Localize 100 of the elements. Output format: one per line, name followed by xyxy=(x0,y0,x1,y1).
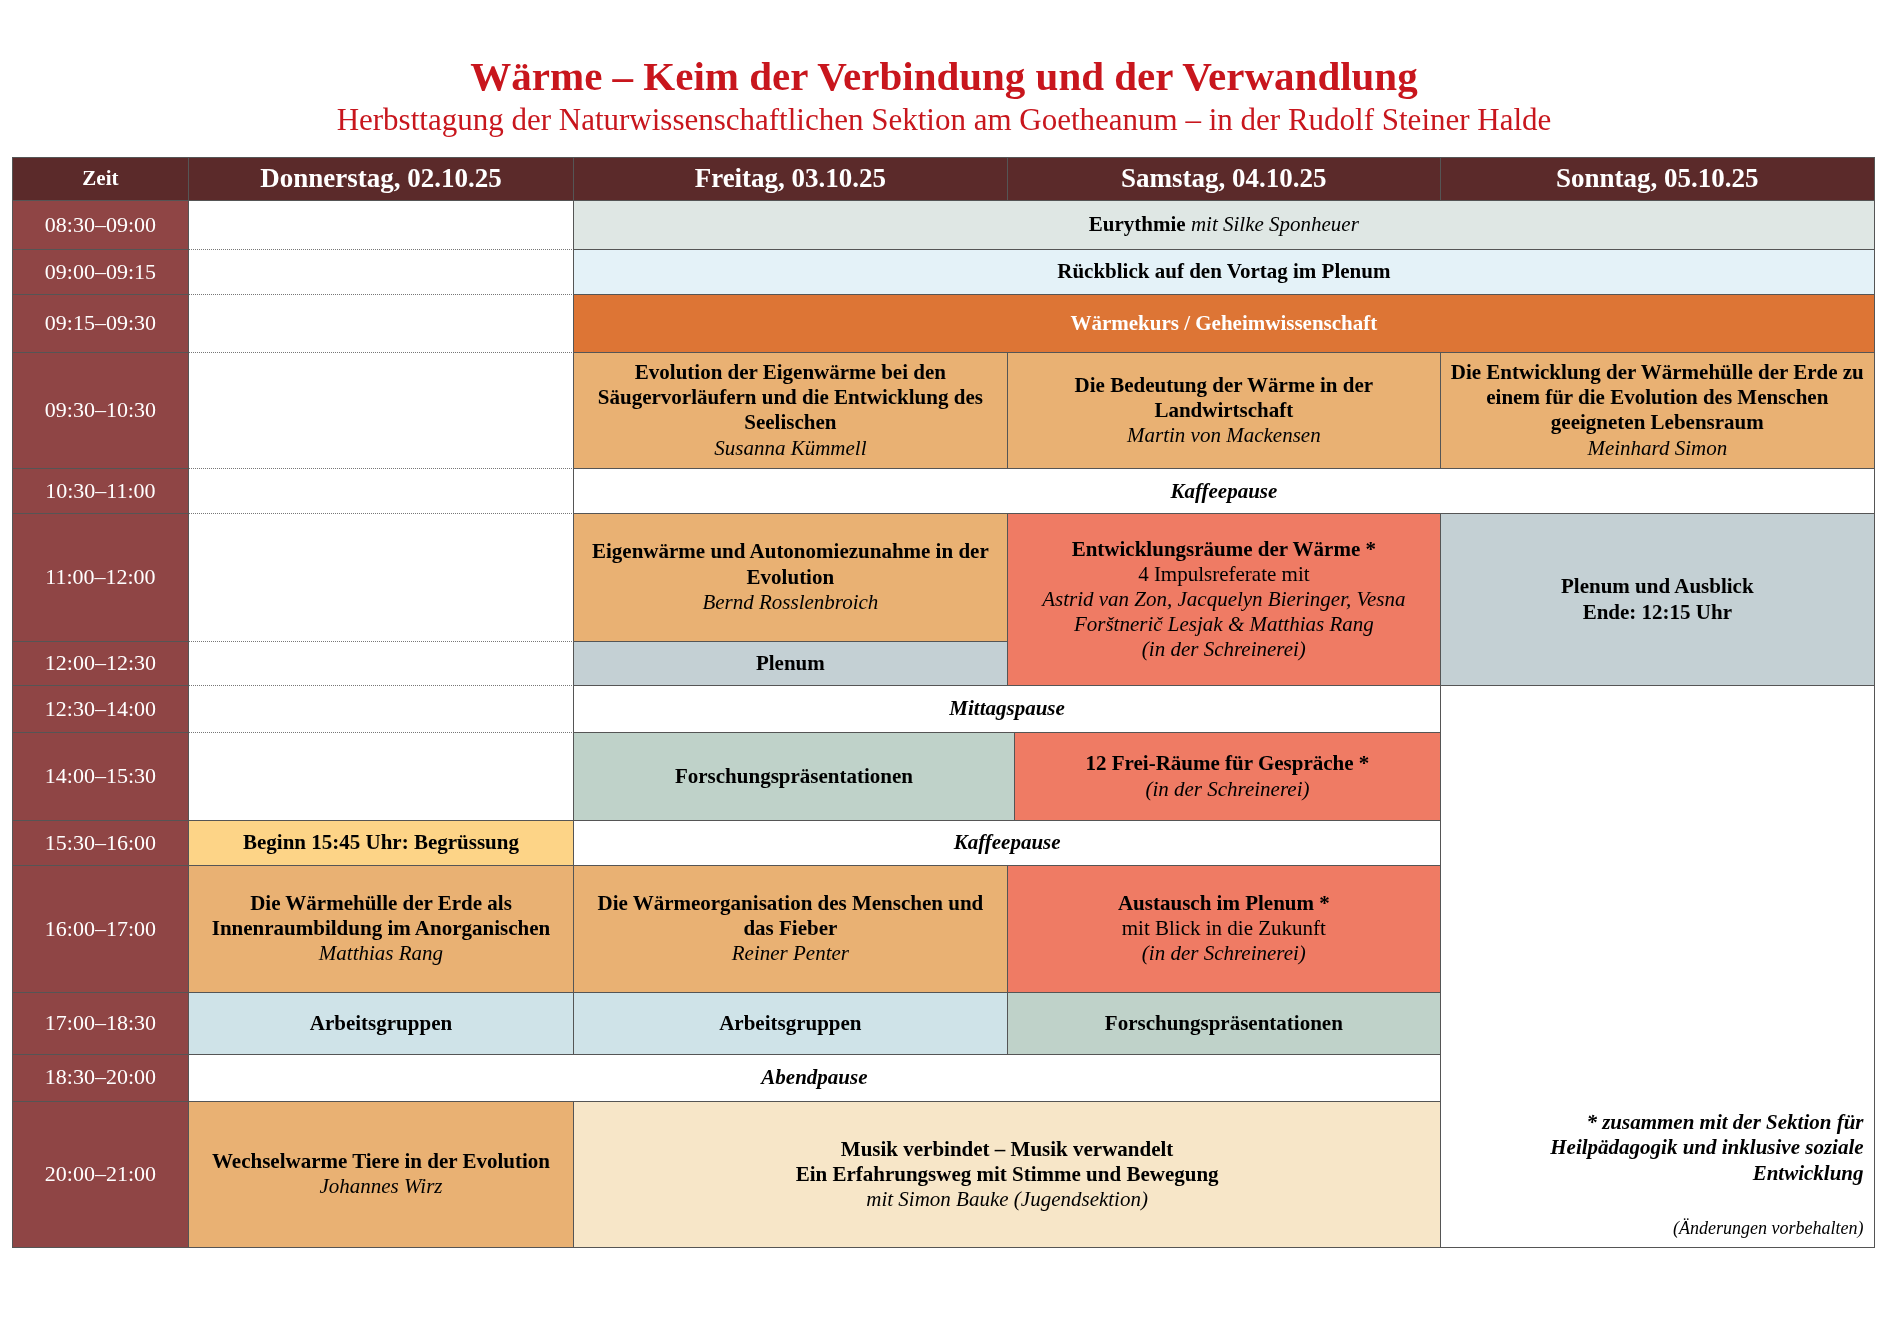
session-detail: (in der Schreinerei) xyxy=(1145,776,1310,802)
header-cell xyxy=(12,156,189,201)
session-cell xyxy=(1013,732,1442,821)
session-detail: Matthias Rang xyxy=(318,941,444,967)
session-title: Arbeitsgruppen xyxy=(719,1010,862,1036)
session-detail: Susanna Kümmell xyxy=(714,435,867,461)
column-header: Freitag, 03.10.25 xyxy=(694,162,887,195)
time-cell xyxy=(12,512,189,642)
session-title: Eigenwärme und Autonomiezunahme in der Evolution xyxy=(591,539,990,590)
time-cell xyxy=(12,1100,189,1249)
time-label: 15:30–16:00 xyxy=(44,829,157,856)
session-detail: Bernd Rosslenbroich xyxy=(702,589,879,616)
session-cell xyxy=(573,512,1008,642)
session-cell xyxy=(573,640,1008,687)
time-label: 09:15–09:30 xyxy=(44,309,157,337)
header-cell xyxy=(573,156,1008,201)
session-detail: mit Blick in die Zukunft xyxy=(1121,916,1326,942)
session-detail: 4 Impulsreferate mit xyxy=(1138,561,1310,587)
header-cell xyxy=(1440,156,1875,201)
session-title: Forschungspräsentationen xyxy=(1104,1010,1343,1036)
session-title: Wärmekurs / Geheimwissenschaft xyxy=(1070,310,1378,336)
session-title: Die Wärmehülle der Erde als Innenraumbildung im Anorganischen xyxy=(210,891,552,942)
session-cell xyxy=(573,293,1875,353)
time-label: 10:30–11:00 xyxy=(45,477,156,505)
session-cell xyxy=(1006,351,1442,470)
header-cell xyxy=(1006,156,1442,201)
session-detail: Reiner Penter xyxy=(731,941,849,967)
time-label: 14:00–15:30 xyxy=(44,763,157,790)
time-cell xyxy=(12,864,189,994)
time-cell xyxy=(12,351,189,470)
time-cell xyxy=(12,685,189,734)
session-cell xyxy=(573,199,1875,251)
session-detail: Ein Erfahrungsweg mit Stimme und Bewegung xyxy=(795,1161,1219,1188)
column-header: Zeit xyxy=(82,166,119,192)
footnote: * zusammen mit der Sektion für Heilpädagogik und inklusive soziale Entwicklung xyxy=(1549,1110,1864,1186)
session-cell xyxy=(1006,864,1442,994)
session-title: Forschungspräsentationen xyxy=(674,763,913,790)
session-cell xyxy=(1440,351,1875,470)
time-cell xyxy=(12,1053,189,1102)
time-label: 16:00–17:00 xyxy=(44,915,157,942)
session-cell xyxy=(1006,992,1442,1055)
session-title: Austausch im Plenum * xyxy=(1117,891,1330,917)
session-title: Die Wärmeorganisation des Menschen und das Fieber xyxy=(596,891,985,942)
time-cell xyxy=(12,819,189,866)
time-label: 12:30–14:00 xyxy=(44,695,157,723)
title: Wärme – Keim der Verbindung und der Verwandlung xyxy=(469,52,1419,100)
time-label: 12:00–12:30 xyxy=(44,650,157,677)
break-label: Kaffeepause xyxy=(1170,478,1278,504)
time-label: 20:00–21:00 xyxy=(44,1161,157,1188)
session-title: Musik verbindet – Musik verwandelt xyxy=(840,1136,1174,1162)
session-detail: mit Simon Bauke (Jugendsektion) xyxy=(866,1187,1148,1213)
session-cell xyxy=(187,864,575,994)
session-title: Plenum xyxy=(755,650,825,676)
time-cell xyxy=(12,640,189,687)
session-detail: Astrid van Zon, Jacquelyn Bieringer, Vesna Forštnerič Lesjak & Matthias Rang xyxy=(1040,586,1407,638)
session-title: Evolution der Eigenwärme bei den Säugervorläufern und die Entwicklung des Seelischen xyxy=(596,360,984,436)
session-detail: Martin von Mackensen xyxy=(1127,423,1321,449)
note-cell xyxy=(1440,685,1875,1249)
session-cell xyxy=(573,1100,1442,1249)
session-detail: (in der Schreinerei) xyxy=(1141,941,1306,967)
time-cell xyxy=(12,199,189,251)
disclaimer-note: (Änderungen vorbehalten) xyxy=(1673,1217,1864,1240)
session-title: Plenum und Ausblick xyxy=(1561,574,1754,600)
session-cell xyxy=(1006,512,1442,687)
session-title: Die Bedeutung der Wärme in der Landwirtschaft xyxy=(1073,372,1375,424)
session-cell xyxy=(573,992,1008,1055)
subtitle: Herbsttagung der Naturwissenschaftlichen Sektion am Goetheanum – in der Rudolf Steiner Halde xyxy=(335,102,1553,138)
session-cell xyxy=(187,1100,575,1249)
time-cell xyxy=(12,992,189,1055)
session-cell xyxy=(1440,512,1875,687)
session-detail: (in der Schreinerei) xyxy=(1141,637,1306,663)
session-detail: Johannes Wirz xyxy=(319,1174,443,1200)
session-title: 12 Frei-Räume für Gespräche * xyxy=(1085,751,1370,777)
time-cell xyxy=(12,468,189,514)
break-label: Mittagspause xyxy=(949,696,1065,722)
session-title: Beginn 15:45 Uhr: Begrüssung xyxy=(243,830,519,856)
session-title: Eurythmie mit Silke Sponheuer xyxy=(1088,212,1359,238)
break-label: Kaffeepause xyxy=(953,830,1061,856)
time-label: 09:30–10:30 xyxy=(44,397,157,424)
header-cell xyxy=(187,156,575,201)
session-cell xyxy=(187,992,575,1055)
time-label: 17:00–18:30 xyxy=(44,1010,157,1037)
time-label: 18:30–20:00 xyxy=(44,1064,157,1091)
time-label: 08:30–09:00 xyxy=(44,211,157,239)
session-title: Die Entwicklung der Wärmehülle der Erde zu einem für die Evolution des Menschen geeigneten Lebensraum xyxy=(1449,360,1865,436)
session-detail: Ende: 12:15 Uhr xyxy=(1582,599,1732,625)
session-cell xyxy=(187,819,575,866)
session-cell xyxy=(573,351,1008,470)
session-cell xyxy=(573,732,1015,821)
time-cell xyxy=(12,293,189,353)
time-label: 09:00–09:15 xyxy=(44,258,157,286)
session-title: Rückblick auf den Vortag im Plenum xyxy=(1057,259,1391,285)
session-detail: Meinhard Simon xyxy=(1587,435,1728,461)
column-header: Samstag, 04.10.25 xyxy=(1121,162,1327,195)
session-cell xyxy=(573,249,1875,295)
column-header: Donnerstag, 02.10.25 xyxy=(260,162,502,195)
time-cell xyxy=(12,732,189,821)
session-cell xyxy=(573,864,1008,994)
session-title: Entwicklungsräume der Wärme * xyxy=(1071,536,1376,562)
time-label: 11:00–12:00 xyxy=(45,564,156,591)
